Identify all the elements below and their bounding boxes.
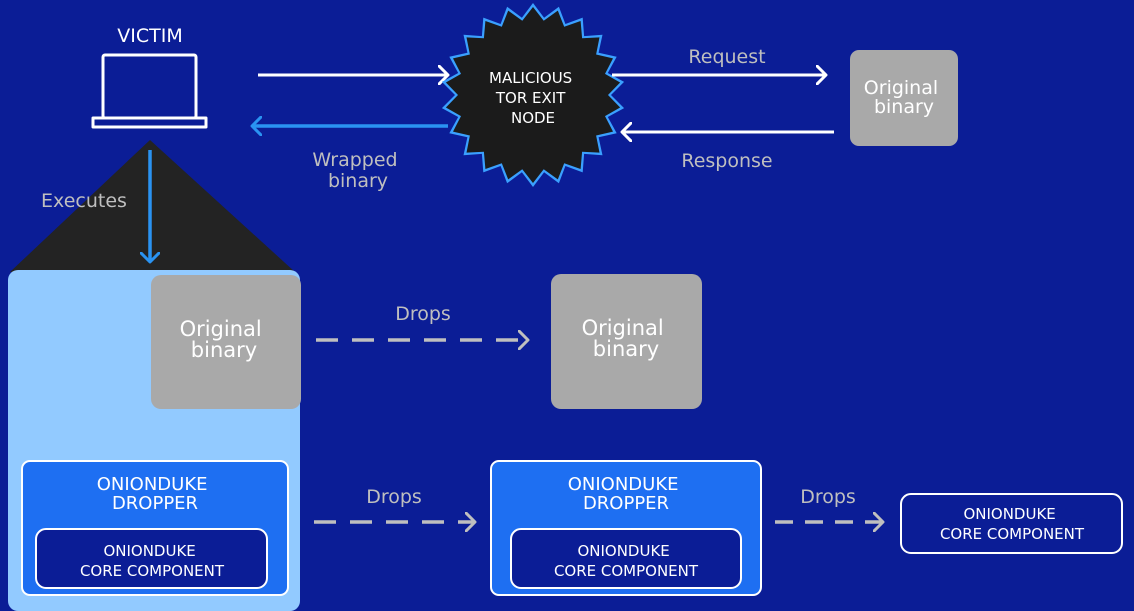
execution-triangle xyxy=(10,140,295,272)
original-binary-server xyxy=(850,50,958,146)
core-embedded-label: ONIONDUKE CORE COMPONENT xyxy=(80,542,225,580)
request-label: Request xyxy=(688,46,765,68)
exit-node-label: MALICIOUS TOR EXIT NODE xyxy=(489,69,577,127)
drops-binary-label: Drops xyxy=(395,303,451,325)
response-label: Response xyxy=(681,150,772,172)
original-binary-server-label: Original binary xyxy=(864,77,944,118)
dropper-embedded-title: ONIONDUKE DROPPER xyxy=(97,474,214,514)
original-binary-dropped xyxy=(551,274,702,409)
malicious-exit-node: MALICIOUS TOR EXIT NODE xyxy=(441,3,625,187)
core-embedded xyxy=(35,528,268,589)
drops-core-label: Drops xyxy=(800,486,856,508)
victim-label: VICTIM xyxy=(117,25,182,47)
executes-label: Executes xyxy=(41,190,127,212)
drops-dropper-label: Drops xyxy=(366,486,422,508)
original-binary-embedded-label: Original binary xyxy=(180,317,269,362)
core-final xyxy=(900,493,1123,554)
laptop-icon xyxy=(91,53,208,129)
core-dropped-label: ONIONDUKE CORE COMPONENT xyxy=(554,542,699,580)
core-final-label: ONIONDUKE CORE COMPONENT xyxy=(940,505,1085,543)
wrapped-binary-label: Wrapped binary xyxy=(312,149,403,192)
exit-node-body xyxy=(445,7,621,183)
original-binary-embedded xyxy=(151,275,301,409)
original-binary-dropped-label: Original binary xyxy=(582,316,671,361)
dropper-dropped-title: ONIONDUKE DROPPER xyxy=(568,474,685,514)
core-dropped xyxy=(510,528,742,589)
